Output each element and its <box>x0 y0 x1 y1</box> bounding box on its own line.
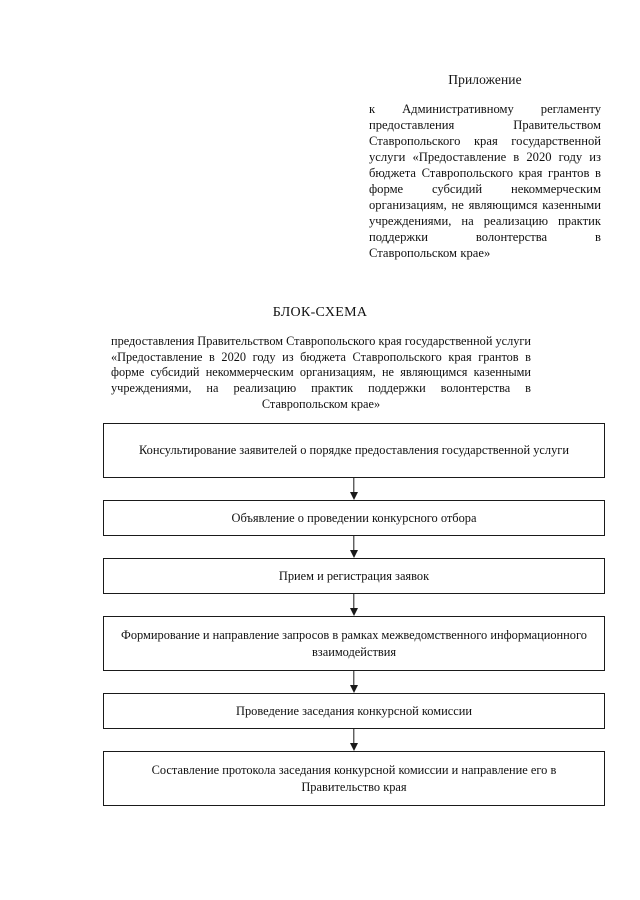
flow-step-box: Консультирование заявителей о порядке пр… <box>103 423 605 478</box>
flow-step-label: Консультирование заявителей о порядке пр… <box>139 443 569 458</box>
arrow-head-icon <box>350 550 358 558</box>
flow-step-box: Составление протокола заседания конкурсн… <box>103 751 605 806</box>
arrow-line <box>353 729 355 745</box>
flow-step-box: Прием и регистрация заявок <box>103 558 605 594</box>
arrow-line <box>353 594 355 610</box>
appendix-header: Приложение к Административному регламент… <box>369 72 601 262</box>
flow-connector-arrow <box>103 671 605 693</box>
arrow-head-icon <box>350 685 358 693</box>
flowchart: Консультирование заявителей о порядке пр… <box>103 423 605 806</box>
flow-step-label: Объявление о проведении конкурсного отбо… <box>231 510 477 525</box>
arrow-line <box>353 536 355 552</box>
arrow-line <box>353 478 355 494</box>
flow-step-box: Проведение заседания конкурсной комиссии <box>103 693 605 729</box>
flow-connector-arrow <box>103 536 605 558</box>
flow-step-box: Формирование и направление запросов в ра… <box>103 616 605 671</box>
arrow-head-icon <box>350 743 358 751</box>
scheme-subtitle: предоставления Правительством Ставрополь… <box>111 334 531 411</box>
flow-step-label: Составление протокола заседания конкурсн… <box>151 763 557 794</box>
flow-step-label: Формирование и направление запросов в ра… <box>121 628 587 659</box>
arrow-head-icon <box>350 492 358 500</box>
flow-step-label: Проведение заседания конкурсной комиссии <box>236 703 472 718</box>
scheme-title: БЛОК-СХЕМА <box>272 305 368 320</box>
appendix-title: Приложение <box>448 72 522 87</box>
appendix-reference-text: к Административному регламенту предостав… <box>369 101 601 260</box>
flow-connector-arrow <box>103 594 605 616</box>
arrow-head-icon <box>350 608 358 616</box>
flow-step-box: Объявление о проведении конкурсного отбо… <box>103 500 605 536</box>
flow-connector-arrow <box>103 729 605 751</box>
flow-step-label: Прием и регистрация заявок <box>278 568 430 583</box>
arrow-line <box>353 671 355 687</box>
flow-connector-arrow <box>103 478 605 500</box>
